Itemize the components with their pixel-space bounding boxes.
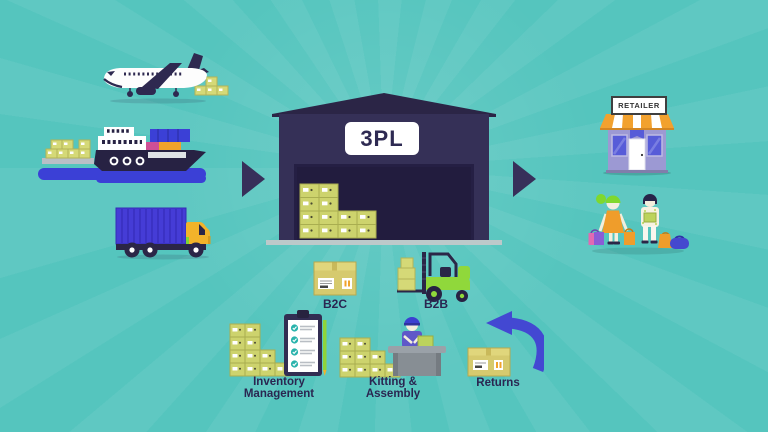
warehouse-illustration xyxy=(266,86,502,253)
outbound-arrow-icon xyxy=(513,161,536,197)
warehouse-sign: 3PL xyxy=(345,122,419,155)
cargo-ship-icon xyxy=(36,124,216,195)
crates-clipboard-icon xyxy=(226,310,332,383)
inbound-arrow-icon xyxy=(242,161,265,197)
returns-label: Returns xyxy=(476,377,520,389)
retailer-sign-text: RETAILER xyxy=(618,101,660,110)
warehouse-floor xyxy=(266,240,502,245)
b2b-label: B2B xyxy=(423,297,448,311)
airplane-icon xyxy=(96,46,234,121)
retailer-store-icon xyxy=(592,92,682,181)
truck-icon xyxy=(108,198,226,267)
return-arrow-box-icon xyxy=(452,308,548,385)
b2c-label: B2C xyxy=(322,297,347,311)
warehouse-sign-text: 3PL xyxy=(360,125,404,151)
forklift-icon xyxy=(396,250,476,311)
kitting-label: Kitting & Assembly xyxy=(365,376,421,401)
shoppers-icon xyxy=(588,188,692,263)
inventory-label: Inventory Management xyxy=(243,376,315,401)
parcel-box-icon xyxy=(306,260,364,303)
packing-desk-icon xyxy=(338,310,448,383)
retailer-sign: RETAILER xyxy=(611,96,667,115)
